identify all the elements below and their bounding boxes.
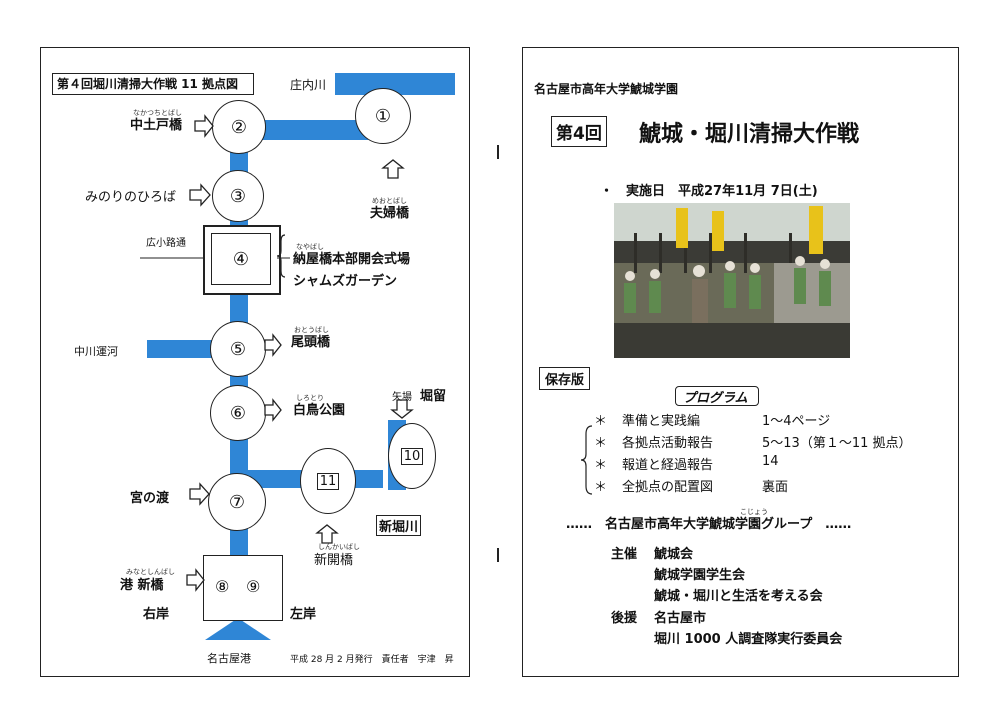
ruby-minatoshinbashi: みなとしんばし (126, 568, 175, 576)
label-yaba: 矢場 (392, 392, 412, 403)
point-6-circle: ⑥ (210, 385, 266, 441)
label-meotobashi: 夫婦橋 (370, 206, 410, 221)
program-item-2: 各拠点活動報告 (622, 436, 714, 451)
program-title: プログラム (683, 391, 748, 406)
label-shams: シャムズガーデン (293, 274, 398, 289)
program-mark-1: ＊ (594, 414, 608, 429)
point-5-circle: ⑤ (210, 321, 266, 377)
program-mark-3: ＊ (594, 458, 608, 473)
label-nayabashi: 納屋橋本部開会式場 (293, 252, 411, 267)
label-nakagawa: 中川運河 (74, 345, 118, 358)
ruby-meotobashi: めおとばし (372, 197, 407, 205)
point-7-circle: ⑦ (208, 473, 266, 531)
ruby-nayabashi: なやばし (296, 243, 324, 251)
fold-mark (497, 145, 499, 159)
program-item-4: 全拠点の配置図 (622, 480, 714, 495)
shusai-3: 鯱城・堀川と生活を考える会 (654, 589, 823, 604)
point-8-num: ⑧ (215, 577, 230, 596)
point-10-num: 10 (400, 447, 424, 465)
shonai-river (335, 73, 455, 95)
label-miyanowatari: 宮の渡 (130, 491, 170, 506)
label-shinkaibashi: 新開橋 (314, 553, 354, 568)
program-mark-2: ＊ (594, 436, 608, 451)
label-migishi: 右岸 (143, 607, 170, 622)
label-minatoshinbashi: 港 新橋 (120, 578, 164, 593)
edition-box: 第4回 (551, 116, 607, 147)
date-line: ・ 実施日 平成27年11月 7日(土) (600, 184, 818, 199)
ruby-shinkaibashi: しんかいばし (318, 543, 360, 551)
main-title: 鯱城・堀川清掃大作戦 (639, 122, 860, 147)
program-item-3: 報道と経過報告 (622, 458, 714, 473)
point-9-num: ⑨ (246, 577, 261, 596)
program-page-1: 1～4ページ (762, 414, 831, 429)
group-line: ‥‥‥ 名古屋市高年大学鯱城学園グループ ‥‥‥ (566, 517, 852, 532)
nakagawa-canal (147, 340, 213, 358)
map-title-box (52, 73, 254, 95)
point-11-circle: 11 (300, 448, 356, 514)
label-nakatsuchito: 中土戸橋 (130, 118, 183, 133)
map-title: 第４回堀川清掃大作戦 11 拠点図 (57, 77, 239, 91)
point-10-circle: 10 (388, 423, 436, 489)
point-8-9-box (203, 555, 283, 621)
program-item-1: 準備と実践編 (622, 414, 701, 429)
program-title-box (675, 386, 759, 406)
koen-label: 後援 (611, 611, 638, 626)
shusai-2: 鯱城学園学生会 (654, 568, 746, 583)
right-page (522, 47, 959, 677)
point-4-inner: ④ (211, 233, 271, 285)
program-page-3: 14 (762, 454, 779, 469)
shusai-1: 鯱城会 (654, 547, 694, 562)
left-footer: 平成 28 月 2 月発行 責任者 宇津 昇 (290, 655, 454, 665)
point-3-circle: ③ (212, 170, 264, 222)
point-2-circle: ② (212, 100, 266, 154)
shonai-label: 庄内川 (290, 78, 327, 92)
group-ruby: こじょう (740, 508, 768, 516)
ruby-nakatsuchito: なかつちとばし (133, 109, 182, 117)
shusai-label: 主催 (611, 547, 638, 562)
top-channel (248, 120, 368, 140)
left-page (40, 47, 470, 677)
program-page-2: 5～13（第１～11 拠点） (762, 436, 912, 451)
point-1-circle: ① (355, 88, 411, 144)
ruby-shirotori: しろとり (296, 394, 324, 402)
event-photo (614, 203, 850, 358)
label-hirokoji: 広小路通 (146, 238, 186, 249)
label-nagoya-port: 名古屋港 (207, 652, 251, 665)
org-name: 名古屋市高年大学鯱城学園 (534, 82, 679, 96)
program-mark-4: ＊ (594, 480, 608, 495)
program-page-4: 裏面 (762, 480, 789, 495)
label-hidarigishi: 左岸 (290, 607, 317, 622)
koen-2: 堀川 1000 人調査隊実行委員会 (654, 632, 843, 647)
point-11-num: 11 (316, 472, 340, 490)
koen-1: 名古屋市 (654, 611, 707, 626)
fold-mark (497, 548, 499, 562)
label-horidome: 堀留 (420, 389, 447, 404)
ruby-otobashi: おとうばし (294, 326, 329, 334)
hozon-box: 保存版 (539, 367, 591, 390)
label-otobashi: 尾頭橋 (291, 335, 331, 350)
label-shirotori: 白鳥公園 (293, 403, 346, 418)
label-minori: みのりのひろば (85, 190, 177, 205)
label-shinhorikawa: 新堀川 (376, 515, 422, 536)
